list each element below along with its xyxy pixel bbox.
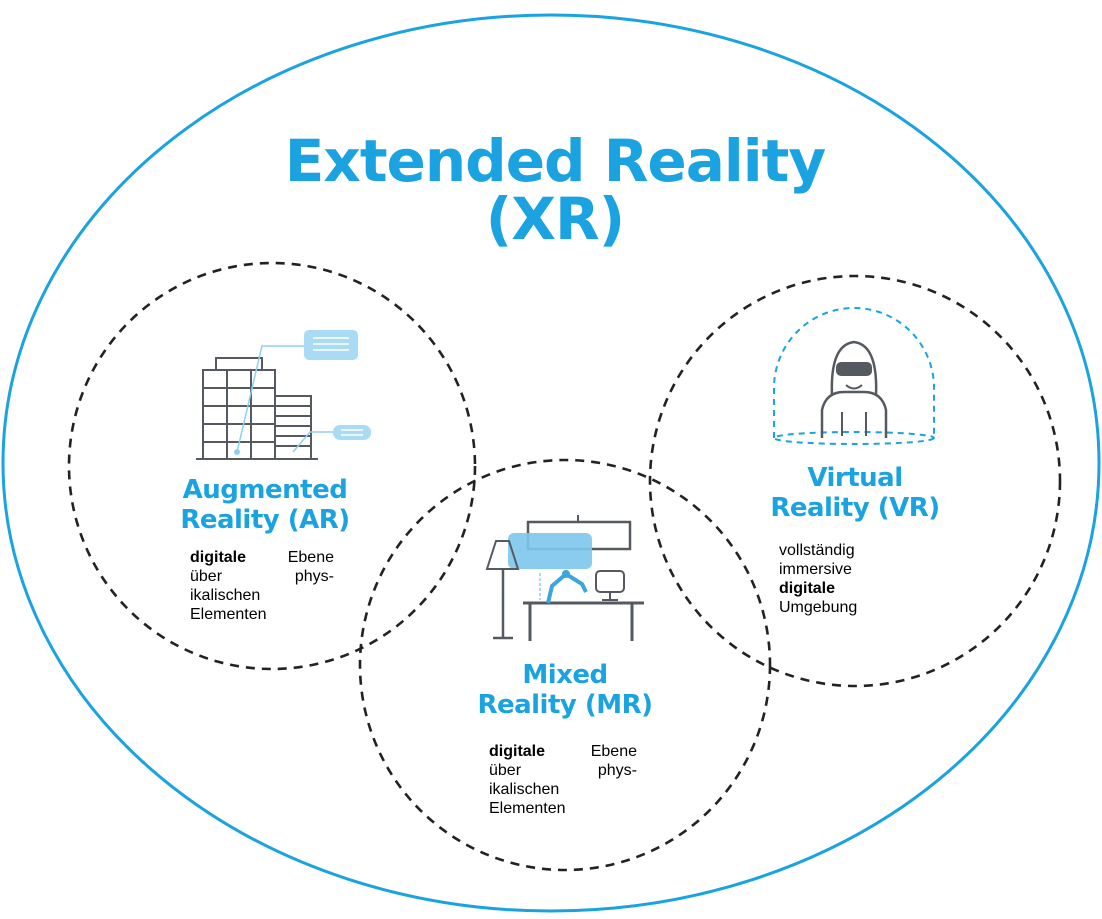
- mr-desc-word: Ebene: [590, 743, 637, 760]
- desk-lamp-robot-arm-icon: [485, 515, 644, 641]
- mr-desc-line4: Elementen: [489, 800, 566, 817]
- ar-desc-word: phys-: [294, 568, 334, 585]
- mr-description: digitale Ebene über phys- ikalischen Ele…: [489, 742, 637, 818]
- ar-desc-line3: ikalischen: [190, 587, 261, 604]
- ar-title: Augmented Reality (AR): [170, 475, 360, 535]
- ar-desc-bold: digitale: [190, 549, 247, 566]
- mr-desc-line2: über phys-: [489, 761, 637, 780]
- mr-desc-word: phys-: [597, 762, 637, 779]
- vr-desc-line1: vollständig: [779, 542, 855, 559]
- vr-title-line1: Virtual: [807, 463, 903, 493]
- ar-desc-line4: Elementen: [190, 606, 267, 623]
- xr-outer-ellipse: [1, 13, 1101, 913]
- ar-desc-line1: digitale Ebene: [190, 548, 334, 567]
- mr-desc-line1: digitale Ebene: [489, 742, 637, 761]
- vr-description: vollständig immersive digitale Umgebung: [779, 541, 889, 617]
- vr-desc-bold: digitale: [779, 580, 836, 597]
- vr-title-line2: Reality (VR): [770, 493, 940, 523]
- mr-title-line1: Mixed: [522, 660, 608, 690]
- ar-desc-word: Ebene: [287, 549, 334, 566]
- vr-title: Virtual Reality (VR): [760, 463, 950, 523]
- mr-desc-bold: digitale: [489, 743, 546, 760]
- ar-title-line2: Reality (AR): [180, 505, 350, 535]
- xr-title: Extended Reality (XR): [250, 132, 860, 248]
- ar-title-line1: Augmented: [182, 475, 348, 505]
- ar-callout-bubbles: [304, 330, 371, 440]
- vr-headset-person-icon: [773, 307, 935, 445]
- ar-dashed-circle: [67, 261, 477, 671]
- vr-desc-line3: digitale: [779, 579, 889, 598]
- ar-desc-line2: über phys-: [190, 567, 334, 586]
- xr-title-line1: Extended Reality: [284, 127, 826, 195]
- vr-desc-line2: immersive: [779, 561, 852, 578]
- vr-dashed-circle: [648, 274, 1062, 688]
- mr-title-line2: Reality (MR): [477, 690, 653, 720]
- xr-title-line2: (XR): [485, 185, 625, 253]
- mr-desc-word: über: [489, 762, 522, 779]
- mr-title: Mixed Reality (MR): [470, 660, 660, 720]
- ar-description: digitale Ebene über phys- ikalischen Ele…: [190, 548, 334, 624]
- vr-desc-line4: Umgebung: [779, 599, 858, 616]
- ar-desc-word: über: [190, 568, 223, 585]
- building-with-callouts-icon: [196, 345, 333, 460]
- mr-dashed-circle: [358, 458, 772, 872]
- mr-desc-line3: ikalischen: [489, 781, 560, 798]
